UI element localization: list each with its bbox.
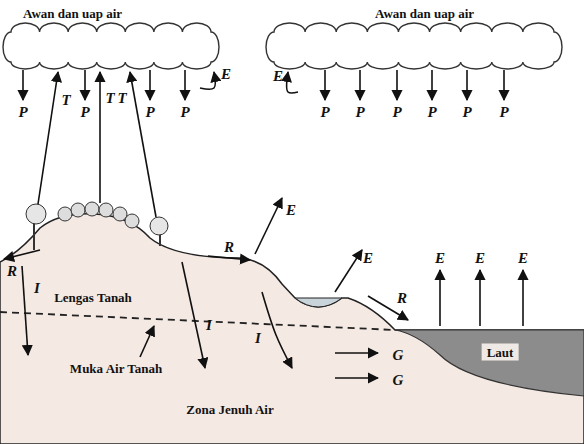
process-letter: P <box>18 105 27 120</box>
sea-region: Laut <box>395 328 584 398</box>
bush <box>125 214 139 228</box>
flow-arrow <box>99 72 101 203</box>
process-letter: P <box>392 105 401 120</box>
process-letter: P <box>80 105 89 120</box>
flow-arrow <box>335 352 378 354</box>
flow-arrow <box>479 270 481 326</box>
tree-crown <box>150 217 168 235</box>
process-letter: P <box>320 105 329 120</box>
process-letter: R <box>7 264 17 279</box>
cloud-fill <box>3 23 219 69</box>
process-letter: R <box>397 291 407 306</box>
tree <box>26 204 46 250</box>
zone-label: Muka Air Tanah <box>70 362 162 375</box>
flow-arrow <box>22 266 28 355</box>
process-letter: R <box>224 240 234 255</box>
flow-arrow <box>22 70 24 100</box>
process-letter: I <box>34 281 40 296</box>
process-letter: E <box>518 251 528 266</box>
cloud-heading: Awan dan uap air <box>23 7 122 20</box>
process-letter: I <box>206 318 212 333</box>
cloud-outline <box>268 22 560 70</box>
flow-arrow <box>200 72 215 89</box>
process-letter: P <box>462 105 471 120</box>
process-letter: P <box>180 105 189 120</box>
tree <box>150 217 168 246</box>
cloud-outline <box>5 22 217 70</box>
flow-arrow <box>255 198 282 254</box>
process-letter: G <box>393 348 404 363</box>
cloud-shape: Awan dan uap air <box>268 4 560 70</box>
bush <box>71 203 85 217</box>
water-table-line <box>0 312 395 330</box>
flow-arrow <box>335 250 362 292</box>
process-letter: P <box>355 105 364 120</box>
process-letter: E <box>475 251 485 266</box>
pond <box>295 298 342 307</box>
process-letter: E <box>221 67 231 82</box>
flow-arrow <box>359 70 361 100</box>
bush <box>85 202 99 216</box>
flow-arrow <box>466 70 468 100</box>
flow-arrow <box>130 72 156 217</box>
tree-crown <box>26 204 46 224</box>
process-letter: E <box>435 251 445 266</box>
process-letter: T <box>105 91 114 106</box>
process-letter: T <box>61 93 70 108</box>
flow-arrow <box>182 262 205 368</box>
flow-arrow <box>38 72 58 204</box>
flow-arrow <box>396 70 398 100</box>
flow-arrow <box>522 270 524 326</box>
zone-label: Lengas Tanah <box>54 291 132 304</box>
process-letter: P <box>145 105 154 120</box>
flow-arrow <box>84 70 86 100</box>
flow-arrow <box>324 70 326 100</box>
flow-arrow <box>149 70 151 100</box>
bush <box>99 203 113 217</box>
process-letter: E <box>363 251 373 266</box>
process-letter: P <box>499 105 508 120</box>
flow-arrow <box>431 70 433 100</box>
flow-arrow <box>208 256 250 260</box>
flow-arrow <box>335 377 378 379</box>
sea-shape <box>395 328 584 398</box>
cloud-fill <box>266 23 562 69</box>
zone-label: Zona Jenuh Air <box>186 403 273 416</box>
tree-trunk <box>33 222 35 250</box>
region-label: Laut <box>482 344 519 361</box>
process-letter: E <box>286 203 296 218</box>
flow-arrow <box>184 70 186 100</box>
flow-arrow <box>140 326 154 357</box>
process-letter: E <box>273 69 283 84</box>
bush <box>58 207 72 221</box>
flow-arrow <box>4 250 40 259</box>
sea-fill <box>395 330 584 396</box>
process-letter: T <box>117 91 126 106</box>
ground <box>0 214 584 444</box>
hill-bushes <box>58 202 139 228</box>
flow-arrow <box>287 72 298 93</box>
cloud-shape: Awan dan uap air <box>5 4 217 70</box>
flow-arrow <box>439 270 441 326</box>
process-letter: I <box>255 331 261 346</box>
flow-arrow <box>503 70 505 100</box>
flow-arrow <box>262 292 292 368</box>
process-letter: P <box>427 105 436 120</box>
cloud-heading: Awan dan uap air <box>375 7 474 20</box>
process-letter: G <box>393 373 404 388</box>
